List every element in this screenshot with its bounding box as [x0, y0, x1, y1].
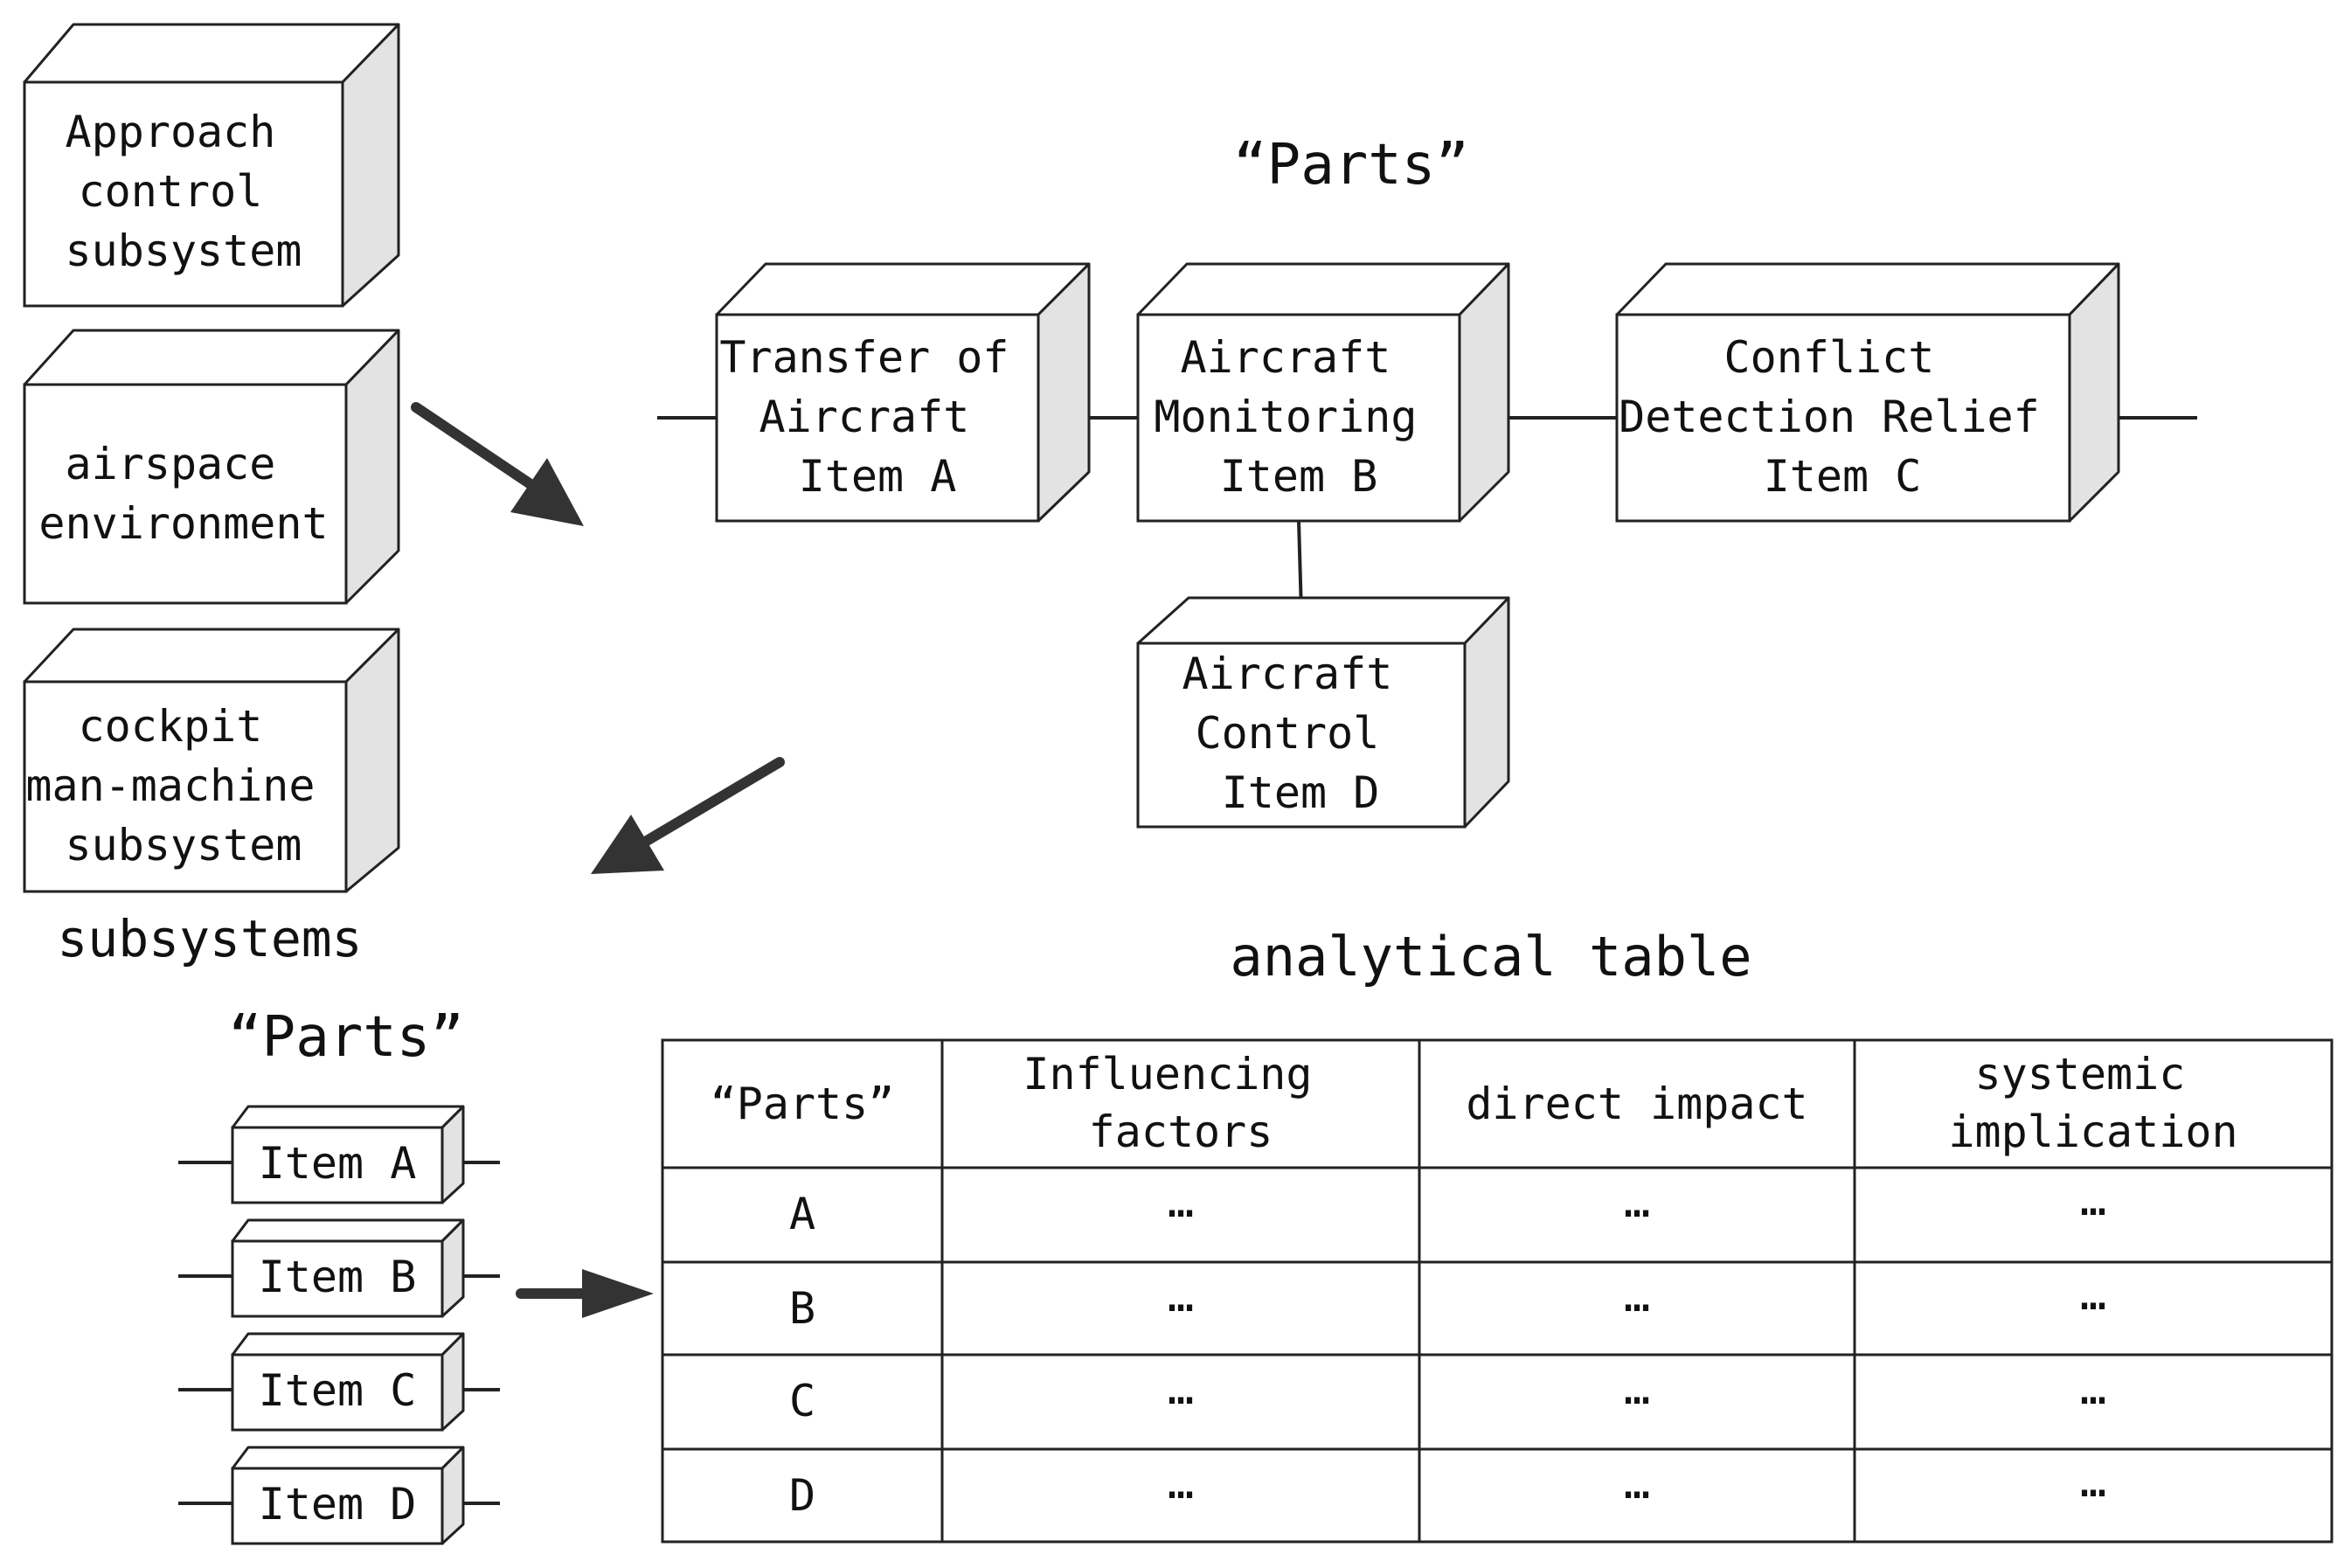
analytical-table-row-a: A … … … [789, 1175, 2106, 1239]
header-direct-impact: direct impact [1466, 1079, 1807, 1129]
header-parts: “Parts” [711, 1079, 895, 1129]
parts-list-label-item-b: Item B [259, 1252, 417, 1302]
analytical-table-grid [661, 1038, 2334, 1544]
subsystem-label-cockpit-man-machine: cockpit man-machine subsystem [25, 701, 341, 871]
cell-part: A [789, 1189, 815, 1239]
subsystem-box-cockpit-man-machine: cockpit man-machine subsystem [23, 628, 400, 893]
arrow-to-parts-list [591, 757, 785, 874]
part-box-item-a: Transfer of Aircraft Item A [715, 262, 1091, 523]
cell-direct-impact: … [1624, 1363, 1650, 1414]
parts-list-item-c: Item C [178, 1332, 500, 1432]
parts-list-label-item-a: Item A [259, 1138, 417, 1189]
cell-part: C [789, 1376, 815, 1426]
part-label-item-d: Aircraft Control Item D [1182, 649, 1419, 818]
part-label-item-c: Conflict Detection Relief Item C [1619, 332, 2066, 502]
cell-systemic-implication: … [2080, 1363, 2106, 1414]
analytical-table-row-d: D … … … [789, 1456, 2106, 1521]
part-box-item-c: Conflict Detection Relief Item C [1615, 262, 2120, 523]
cell-systemic-implication: … [2080, 1269, 2106, 1320]
cell-influencing-factors: … [1168, 1271, 1194, 1322]
header-influencing-factors: Influencing factors [1023, 1049, 1338, 1157]
part-box-item-b: Aircraft Monitoring Item B [1136, 262, 1510, 523]
subsystems-caption: subsystems [57, 909, 362, 968]
header-systemic-implication: systemic implication [1948, 1049, 2237, 1157]
cell-systemic-implication: … [2080, 1456, 2106, 1507]
analytical-table-row-c: C … … … [789, 1363, 2106, 1426]
parts-list-title: “Parts” [228, 1005, 464, 1070]
subsystem-label-airspace-environment: airspace environment [38, 439, 328, 549]
parts-network-title: “Parts” [1233, 133, 1469, 198]
analytical-table-row-b: B … … … [789, 1269, 2106, 1334]
analytical-table-header-row: “Parts” Influencing factors direct impac… [711, 1049, 2238, 1157]
subsystem-label-approach-control: Approach control subsystem [66, 107, 302, 276]
part-box-item-d: Aircraft Control Item D [1136, 596, 1510, 829]
cell-direct-impact: … [1624, 1458, 1650, 1509]
cell-influencing-factors: … [1168, 1458, 1194, 1509]
subsystem-box-airspace-environment: airspace environment [23, 329, 400, 605]
cell-part: D [789, 1470, 815, 1521]
cell-direct-impact: … [1624, 1271, 1650, 1322]
part-label-item-a: Transfer of Aircraft Item A [719, 332, 1035, 502]
analytical-table-title: analytical table [1230, 925, 1751, 989]
parts-list-label-item-d: Item D [259, 1479, 417, 1530]
cell-systemic-implication: … [2080, 1175, 2106, 1225]
parts-list-item-b: Item B [178, 1218, 500, 1318]
parts-list-label-item-c: Item C [259, 1365, 417, 1416]
parts-list-item-a: Item A [178, 1105, 500, 1204]
parts-list-item-d: Item D [178, 1446, 500, 1545]
part-label-item-b: Aircraft Monitoring Item B [1154, 332, 1443, 502]
arrow-to-parts-network [411, 402, 584, 526]
cell-influencing-factors: … [1168, 1363, 1194, 1414]
arrow-to-analytical-table [516, 1269, 654, 1318]
cell-direct-impact: … [1624, 1176, 1650, 1227]
subsystem-box-approach-control: Approach control subsystem [23, 23, 400, 308]
cell-part: B [789, 1283, 815, 1334]
cell-influencing-factors: … [1168, 1176, 1194, 1227]
